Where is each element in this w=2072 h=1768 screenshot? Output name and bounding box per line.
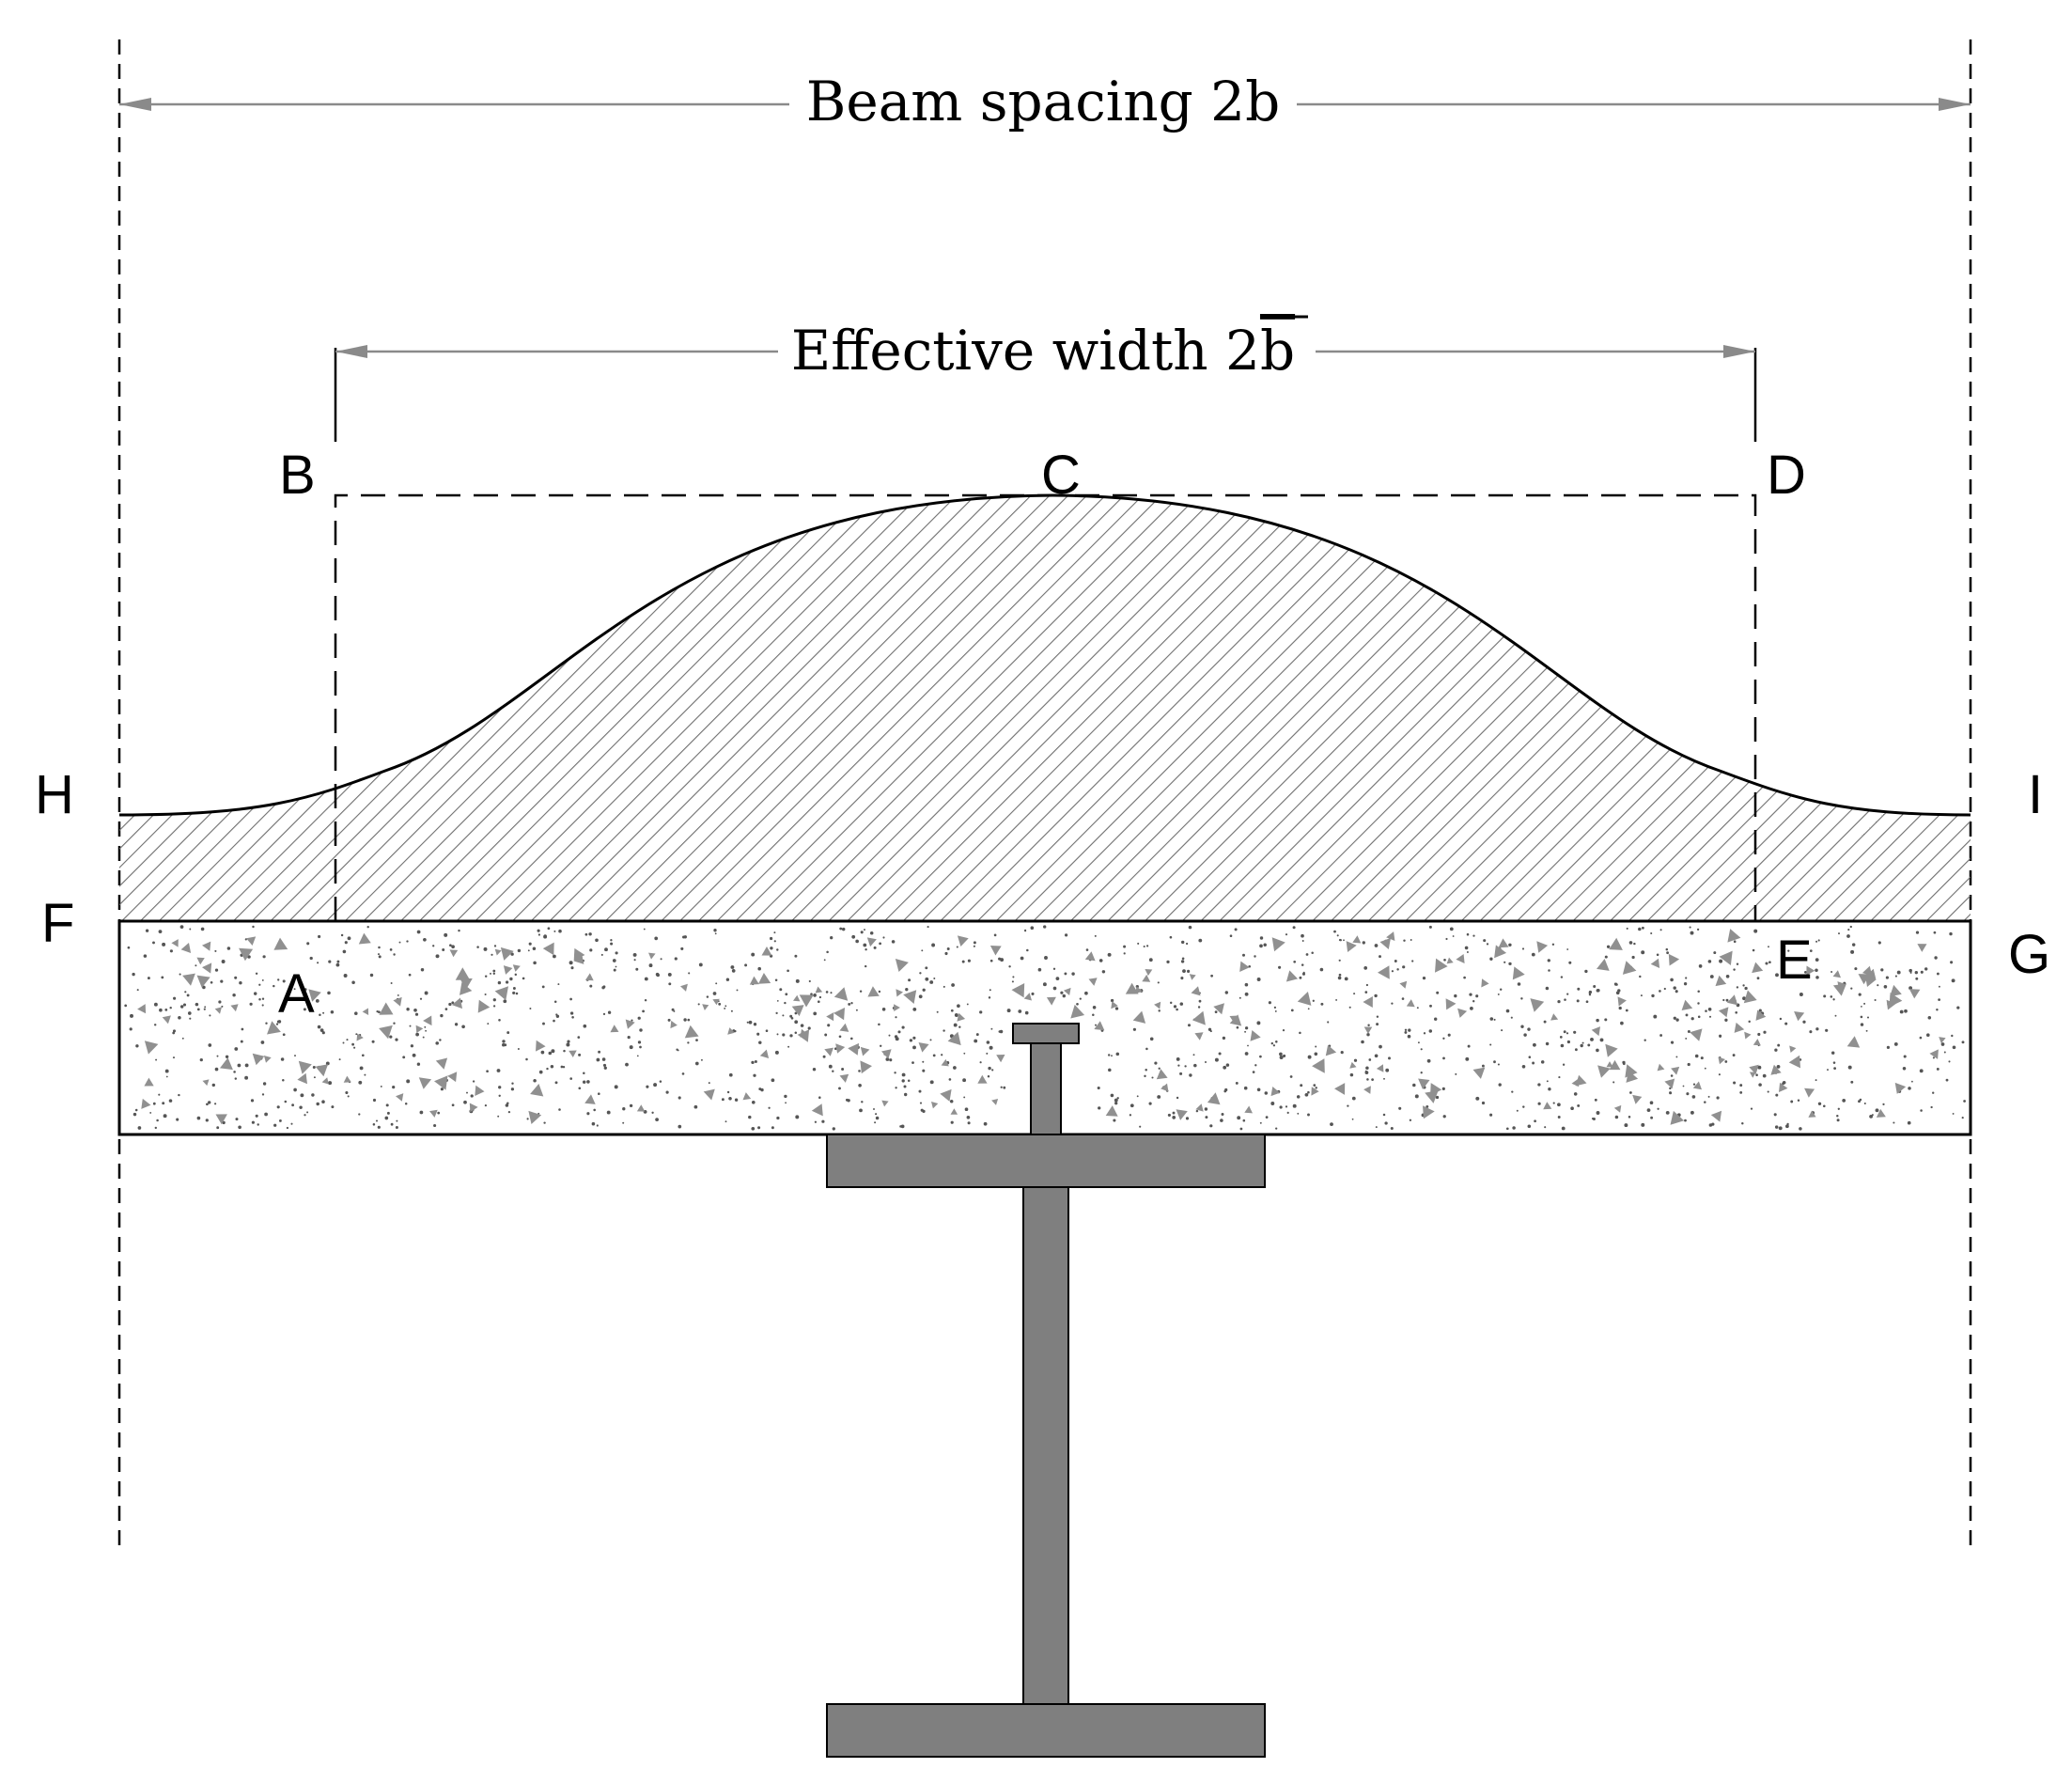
label-point-d: D bbox=[1767, 445, 1806, 506]
label-point-g: G bbox=[2008, 924, 2050, 985]
label-point-f: F bbox=[41, 893, 74, 954]
bottom-flange bbox=[826, 1703, 1266, 1758]
label-point-h: H bbox=[35, 764, 74, 825]
b-bar-symbol: b bbox=[1260, 319, 1295, 383]
steel-i-beam bbox=[826, 1134, 1266, 1758]
beam-spacing-dimension: Beam spacing 2b bbox=[119, 70, 1971, 133]
stress-distribution-area bbox=[119, 495, 1971, 921]
label-point-a: A bbox=[278, 963, 315, 1025]
beam-spacing-label: Beam spacing 2b bbox=[806, 70, 1280, 133]
label-point-c: C bbox=[1041, 445, 1081, 506]
effective-width-label: Effective width 2b bbox=[791, 319, 1295, 383]
web bbox=[1022, 1186, 1069, 1705]
point-labels: B C D H I F E G A bbox=[35, 445, 2050, 1025]
label-point-i: I bbox=[2028, 764, 2043, 825]
effective-width-dimension: Effective width 2b bbox=[334, 315, 1757, 442]
label-point-b: B bbox=[279, 445, 316, 506]
concrete-aggregate-texture bbox=[124, 925, 1966, 1131]
label-point-e: E bbox=[1776, 930, 1813, 991]
top-flange bbox=[826, 1134, 1266, 1188]
equivalent-stress-block bbox=[334, 493, 1757, 921]
